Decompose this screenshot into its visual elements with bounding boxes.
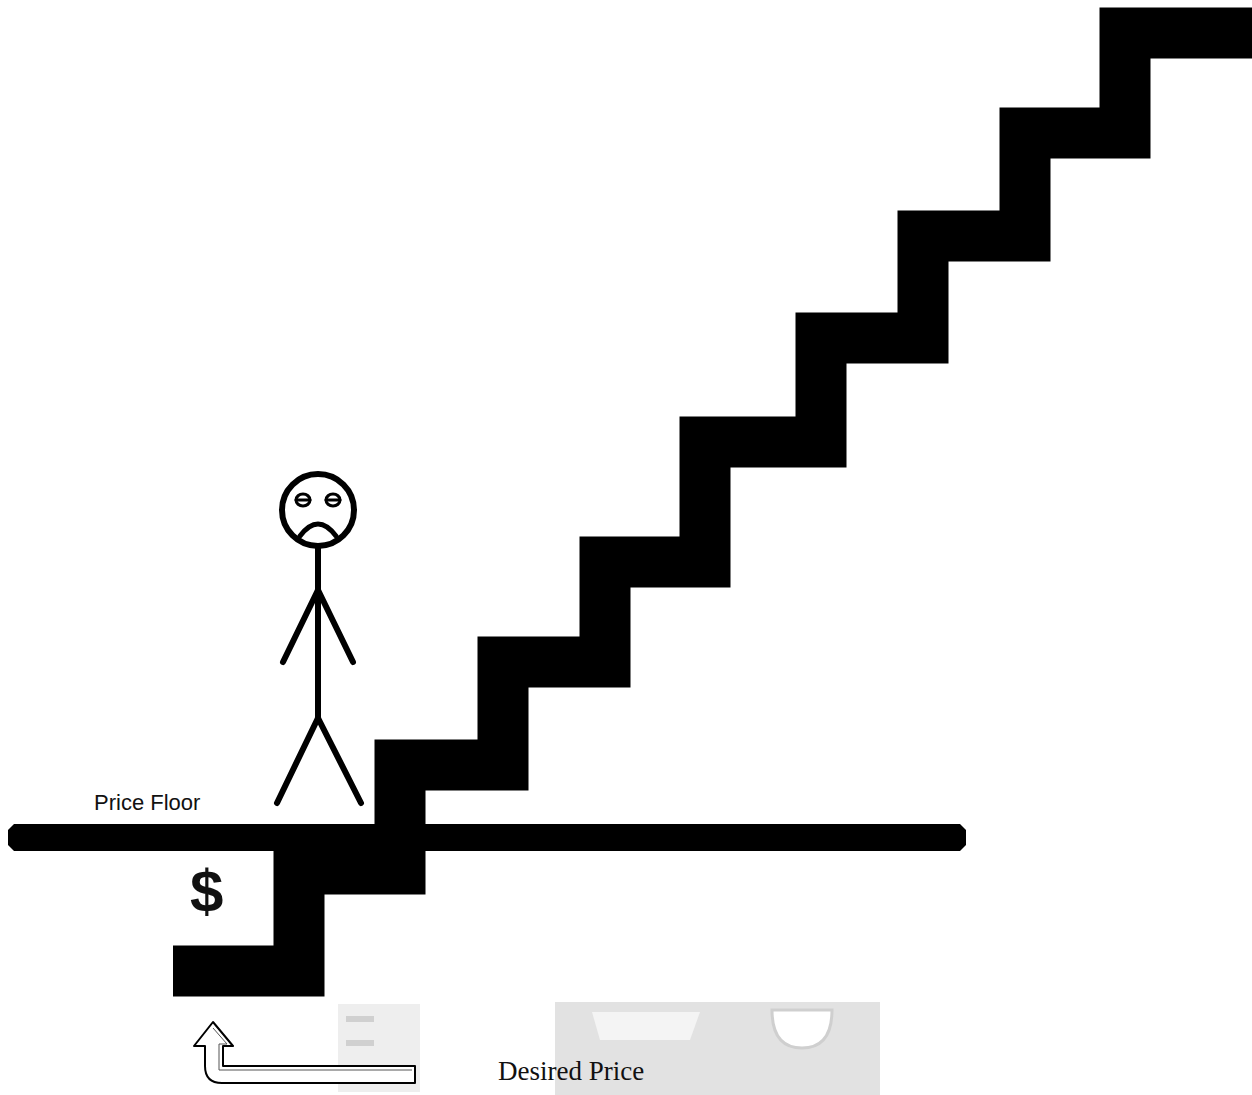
grey-smudge (346, 1040, 374, 1046)
bent-arrow (194, 1022, 415, 1083)
grey-smudge (592, 1012, 700, 1040)
figure-leg (277, 718, 318, 803)
figure-eye (296, 494, 310, 506)
figure-leg (318, 718, 361, 803)
figure-eyelid (296, 499, 310, 502)
figure-eyelid (326, 499, 340, 502)
figure-arm (318, 590, 353, 662)
figure-eye (326, 494, 340, 506)
callout-label: Desired Price (498, 1058, 644, 1085)
stick-figure (277, 474, 361, 803)
axis-label: Price Floor (94, 792, 200, 814)
currency-symbol: $ (190, 862, 223, 922)
bent-arrow-inner (213, 1028, 412, 1070)
price-floor-bar (8, 824, 966, 851)
figure-body (315, 547, 321, 718)
figure-arm (283, 590, 318, 662)
figure-head (282, 474, 354, 546)
grey-smudge (772, 1010, 832, 1048)
grey-smudge (346, 1016, 374, 1022)
figure-frown (300, 524, 336, 536)
